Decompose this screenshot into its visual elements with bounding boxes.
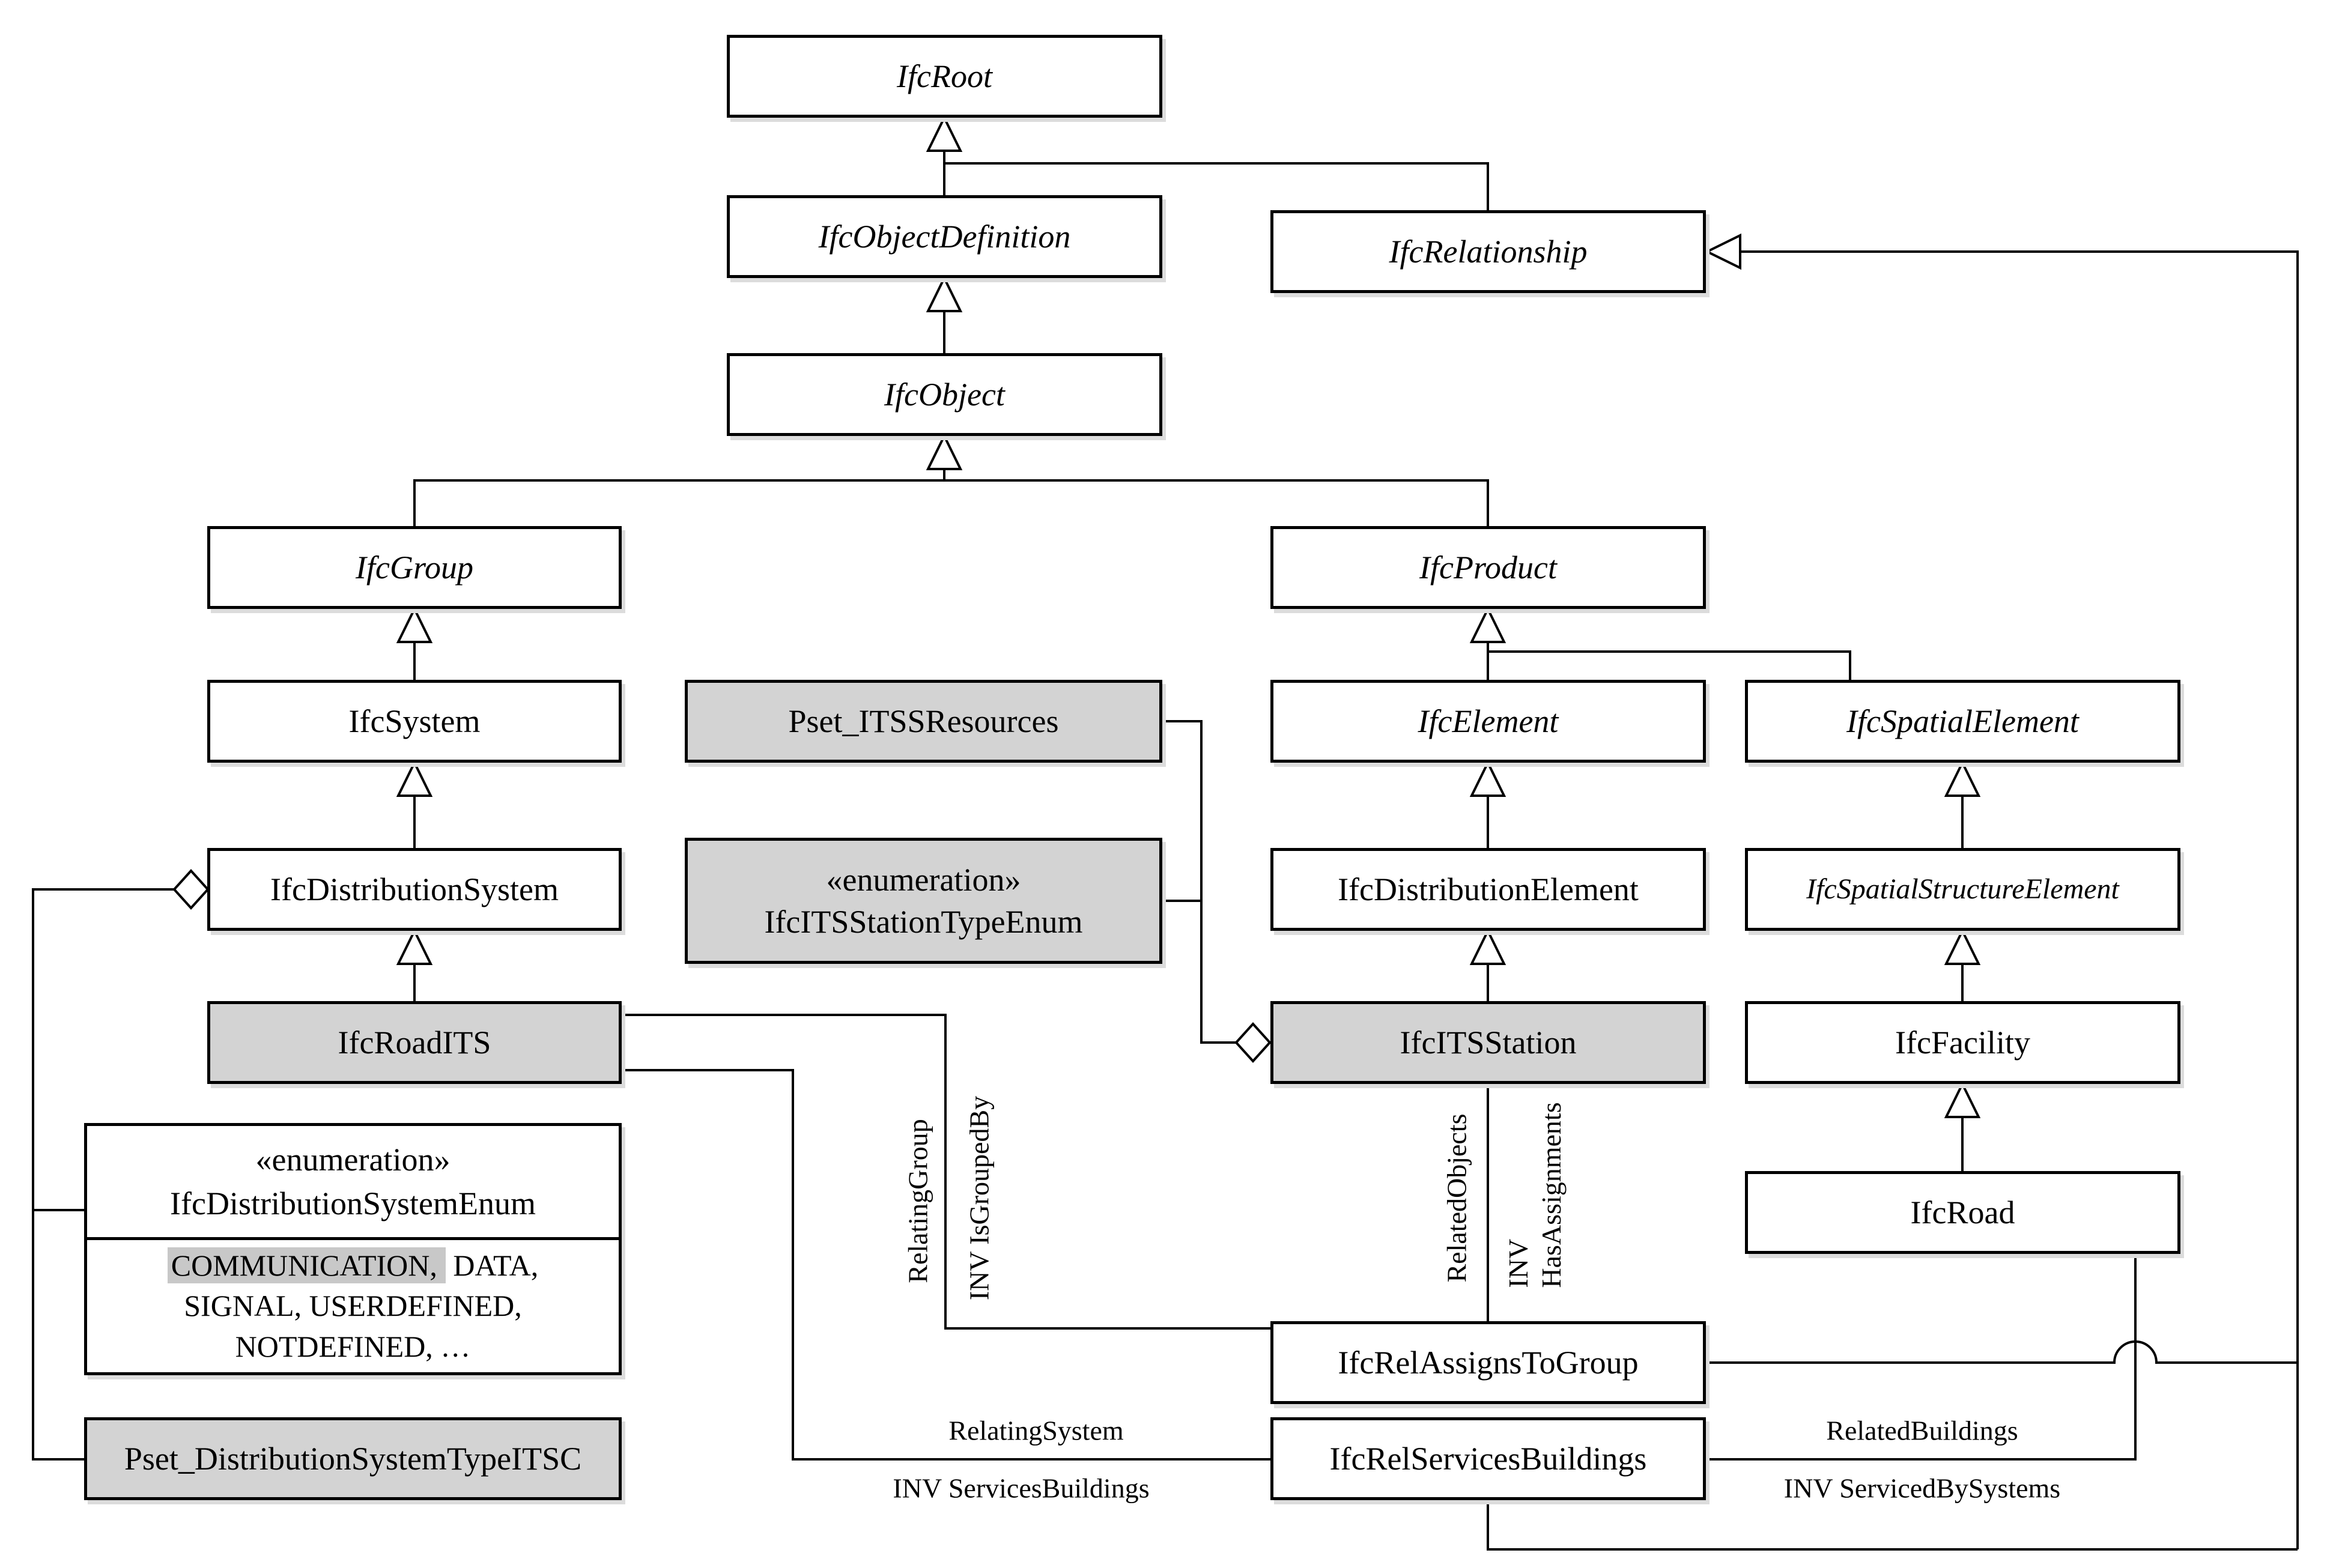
node-label: IfcITSStation — [1400, 1024, 1577, 1061]
triangle-ifcobject — [926, 433, 963, 470]
node-ifcrelservicesbuildings: IfcRelServicesBuildings — [1270, 1417, 1706, 1500]
node-ifcfacility: IfcFacility — [1745, 1001, 2180, 1084]
node-ifcdistributionelement: IfcDistributionElement — [1270, 848, 1706, 931]
distribution-system-aggregation-line — [32, 888, 174, 1461]
node-label: IfcProduct — [1419, 549, 1557, 586]
node-ifcelement: IfcElement — [1270, 680, 1706, 763]
node-label: IfcRelServicesBuildings — [1329, 1440, 1647, 1477]
triangle-ifcdistributionsystem — [396, 928, 433, 965]
triangle-ifcgroup — [396, 606, 433, 643]
relating-group-line — [623, 1014, 1270, 1330]
node-ifcspatialstructureelement: IfcSpatialStructureElement — [1745, 848, 2180, 931]
node-label: IfcRoad — [1910, 1194, 2015, 1230]
node-label: IfcObjectDefinition — [818, 218, 1071, 255]
node-label: IfcRoadITS — [338, 1024, 491, 1061]
edge-label-inv-services-buildings: INV ServicesBuildings — [893, 1473, 1150, 1504]
triangle-ifcrelationship — [1704, 233, 1741, 270]
enum-value-highlighted: COMMUNICATION, — [167, 1247, 446, 1283]
node-ifcdistributionsystem: IfcDistributionSystem — [207, 848, 622, 931]
node-label: IfcRelAssignsToGroup — [1338, 1344, 1639, 1381]
edge-label-related-buildings: RelatedBuildings — [1826, 1415, 2018, 1446]
triangle-ifcelement — [1469, 760, 1506, 797]
edge-label-line: HasAssignments — [1536, 1102, 1567, 1288]
node-ifcobjectdefinition: IfcObjectDefinition — [727, 195, 1162, 278]
node-pset-itssresources: Pset_ITSSResources — [685, 680, 1162, 763]
edge-label-relating-group: RelatingGroup — [902, 1119, 933, 1283]
enum-value-rest: DATA, — [445, 1248, 539, 1282]
node-ifcproduct: IfcProduct — [1270, 526, 1706, 609]
triangle-ifcspatialstructureelement — [1944, 928, 1981, 965]
node-label: IfcElement — [1418, 703, 1559, 739]
enum-header-compartment: «enumeration» IfcDistributionSystemEnum — [87, 1126, 619, 1240]
triangle-ifcdistributionelement — [1469, 928, 1506, 965]
node-ifcsystem: IfcSystem — [207, 680, 622, 763]
node-label: IfcSpatialStructureElement — [1806, 873, 2119, 906]
edge-label-inv-is-grouped-by: INV IsGroupedBy — [963, 1095, 995, 1301]
diamond-ifcdistributionsystem — [172, 869, 210, 910]
association-connectors — [32, 720, 2298, 1461]
node-ifcroad: IfcRoad — [1745, 1171, 2180, 1254]
node-ifcrelationship: IfcRelationship — [1270, 210, 1706, 293]
node-ifcitsstation: IfcITSStation — [1270, 1001, 1706, 1084]
enum-values-compartment: COMMUNICATION, DATA, SIGNAL, USERDEFINED… — [87, 1240, 619, 1372]
node-ifcgroup: IfcGroup — [207, 526, 622, 609]
rel-assigns-right-line-with-hop — [1707, 1340, 2298, 1364]
triangle-ifcsystem — [396, 760, 433, 797]
node-ifcspatialelement: IfcSpatialElement — [1745, 680, 2180, 763]
edge-label-inv-has-assignments: INV HasAssignments — [1502, 1102, 1568, 1288]
node-pset-distributionsystemtypeitsc: Pset_DistributionSystemTypeITSC — [84, 1417, 622, 1500]
node-label: IfcSpatialElement — [1846, 703, 2079, 739]
triangle-ifcroot — [926, 115, 963, 152]
node-label: IfcDistributionSystem — [270, 871, 559, 907]
triangle-ifcobjectdefinition — [926, 275, 963, 312]
triangle-ifcproduct — [1469, 606, 1506, 643]
node-label: IfcFacility — [1895, 1024, 2030, 1061]
enum-values-line3: NOTDEFINED, … — [235, 1329, 471, 1363]
node-ifcrelassignstogroup: IfcRelAssignsToGroup — [1270, 1321, 1706, 1404]
node-label: Pset_DistributionSystemTypeITSC — [124, 1440, 582, 1477]
node-label: IfcITSStationTypeEnum — [764, 904, 1083, 940]
pset-itss-to-station-line — [1163, 720, 1236, 1044]
node-label: IfcSystem — [348, 703, 481, 739]
stereotype-label: «enumeration» — [255, 1142, 451, 1178]
diamond-ifcitsstation — [1234, 1022, 1272, 1063]
node-label: IfcRoot — [897, 58, 992, 94]
stereotype-label: «enumeration» — [826, 861, 1021, 898]
inheritance-connectors — [413, 151, 2299, 1551]
node-label: IfcRelationship — [1389, 233, 1588, 270]
relating-system-line — [623, 1069, 1270, 1461]
edge-label-relating-system: RelatingSystem — [948, 1415, 1124, 1446]
enum-values-line2: SIGNAL, USERDEFINED, — [184, 1289, 522, 1323]
node-label: IfcObject — [884, 376, 1005, 413]
node-ifcitsstationtypeenum: «enumeration» IfcITSStationTypeEnum — [685, 838, 1162, 964]
node-label: IfcGroup — [356, 549, 473, 586]
edge-label-inv-serviced-by-systems: INV ServicedBySystems — [1783, 1473, 2061, 1504]
uml-arrowheads — [172, 115, 1981, 1118]
enum-values-line1: COMMUNICATION, DATA, — [167, 1246, 539, 1286]
related-buildings-line — [1707, 1255, 2137, 1461]
node-label: Pset_ITSSResources — [788, 703, 1059, 739]
edge-label-related-objects: RelatedObjects — [1441, 1113, 1472, 1283]
node-label: IfcDistributionSystemEnum — [170, 1185, 536, 1221]
node-ifcdistributionsystemenum: «enumeration» IfcDistributionSystemEnum … — [84, 1123, 622, 1375]
triangle-ifcspatialelement — [1944, 760, 1981, 797]
node-ifcroadits: IfcRoadITS — [207, 1001, 622, 1084]
node-ifcroot: IfcRoot — [727, 35, 1162, 118]
node-ifcobject: IfcObject — [727, 353, 1162, 436]
edge-label-line: INV — [1502, 1238, 1534, 1288]
node-label: IfcDistributionElement — [1338, 871, 1639, 907]
triangle-ifcfacility — [1944, 1081, 1981, 1118]
